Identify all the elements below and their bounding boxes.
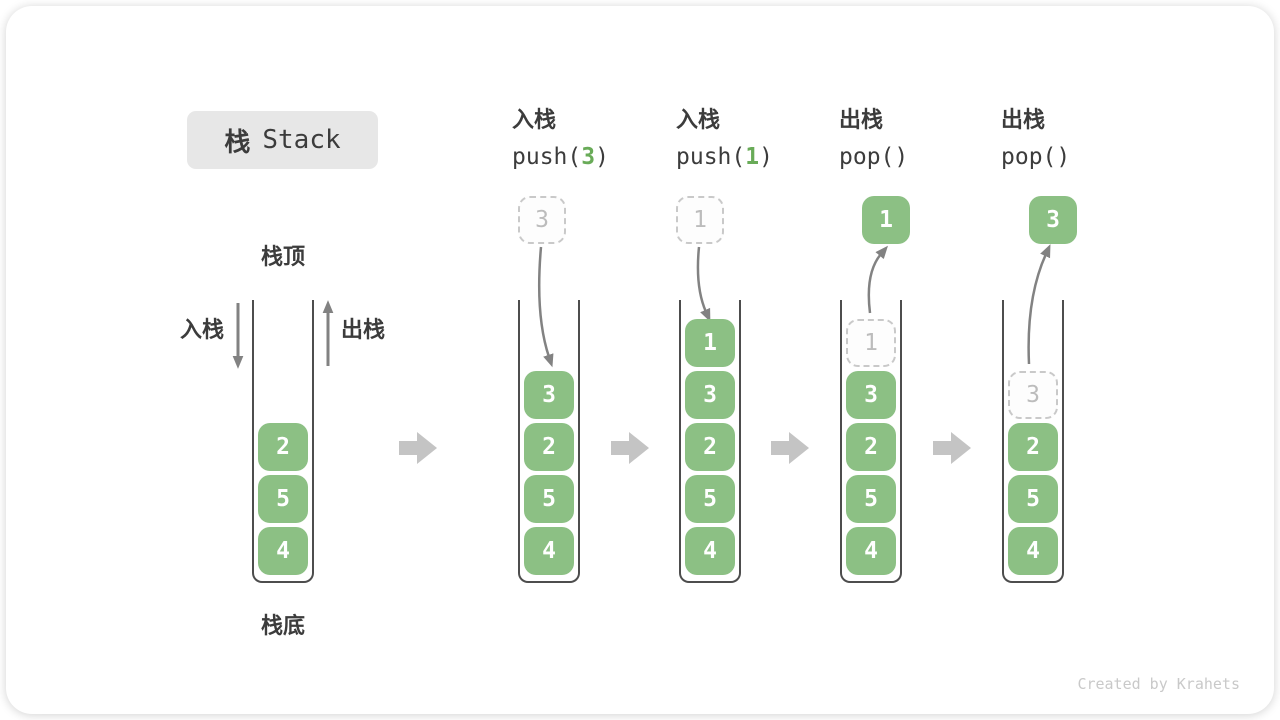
pushed-value-ghost: 1 xyxy=(676,196,724,244)
op-header-pop-3: 出栈 pop() xyxy=(1001,107,1070,171)
title-zh: 栈 xyxy=(224,127,251,158)
push-side-label: 入栈 xyxy=(180,318,225,343)
watermark: Created by Krahets xyxy=(1077,675,1240,693)
op-kanji: 出栈 xyxy=(839,108,884,133)
stack-element: 5 xyxy=(1008,475,1058,523)
stack-element: 4 xyxy=(524,527,574,575)
op-code: push(1) xyxy=(676,143,773,171)
stack-element: 4 xyxy=(846,527,896,575)
stack-element: 3 xyxy=(846,371,896,419)
stack-element: 1 xyxy=(685,319,735,367)
stack-element: 4 xyxy=(685,527,735,575)
code-text: push( xyxy=(512,144,582,170)
op-kanji: 入栈 xyxy=(676,108,721,133)
stack-element: 4 xyxy=(1008,527,1058,575)
op-header-push-3: 入栈 push(3) xyxy=(512,107,609,171)
popped-value-box: 1 xyxy=(862,196,910,244)
stack-element-removed-ghost: 1 xyxy=(846,319,896,367)
diagram-title: 栈 Stack xyxy=(187,111,378,169)
stack-element-removed-ghost: 3 xyxy=(1008,371,1058,419)
stack-after-pop-3: 3 2 5 4 xyxy=(1002,300,1064,583)
op-kanji: 入栈 xyxy=(512,108,557,133)
stack-element: 2 xyxy=(685,423,735,471)
stack-element: 3 xyxy=(685,371,735,419)
stack-element: 2 xyxy=(258,423,308,471)
code-text: pop() xyxy=(1001,144,1071,170)
stack-element: 5 xyxy=(258,475,308,523)
stack-after-pop-1: 1 3 2 5 4 xyxy=(840,300,902,583)
stack-top-label: 栈顶 xyxy=(260,245,305,270)
code-arg: 3 xyxy=(581,144,596,170)
op-kanji: 出栈 xyxy=(1001,108,1046,133)
title-en: Stack xyxy=(262,125,341,155)
stack-element: 2 xyxy=(1008,423,1058,471)
stack-bottom-label: 栈底 xyxy=(260,614,305,639)
code-arg: 1 xyxy=(745,144,760,170)
code-text: ) xyxy=(759,144,773,170)
op-code: pop() xyxy=(839,143,908,171)
pop-side-label: 出栈 xyxy=(341,318,386,343)
popped-value-box: 3 xyxy=(1029,196,1077,244)
stack-element: 5 xyxy=(685,475,735,523)
stack-element: 5 xyxy=(524,475,574,523)
code-text: push( xyxy=(676,144,746,170)
stack-element: 4 xyxy=(258,527,308,575)
op-code: push(3) xyxy=(512,143,609,171)
op-code: pop() xyxy=(1001,143,1070,171)
stack-element: 3 xyxy=(524,371,574,419)
stack-after-push-3: 3 2 5 4 xyxy=(518,300,580,583)
stack-element: 5 xyxy=(846,475,896,523)
code-text: ) xyxy=(595,144,609,170)
code-text: pop() xyxy=(839,144,909,170)
stack-initial: 2 5 4 xyxy=(252,300,314,583)
pushed-value-ghost: 3 xyxy=(518,196,566,244)
stack-element: 2 xyxy=(846,423,896,471)
stack-after-push-1: 1 3 2 5 4 xyxy=(679,300,741,583)
op-header-push-1: 入栈 push(1) xyxy=(676,107,773,171)
op-header-pop-1: 出栈 pop() xyxy=(839,107,908,171)
stack-element: 2 xyxy=(524,423,574,471)
